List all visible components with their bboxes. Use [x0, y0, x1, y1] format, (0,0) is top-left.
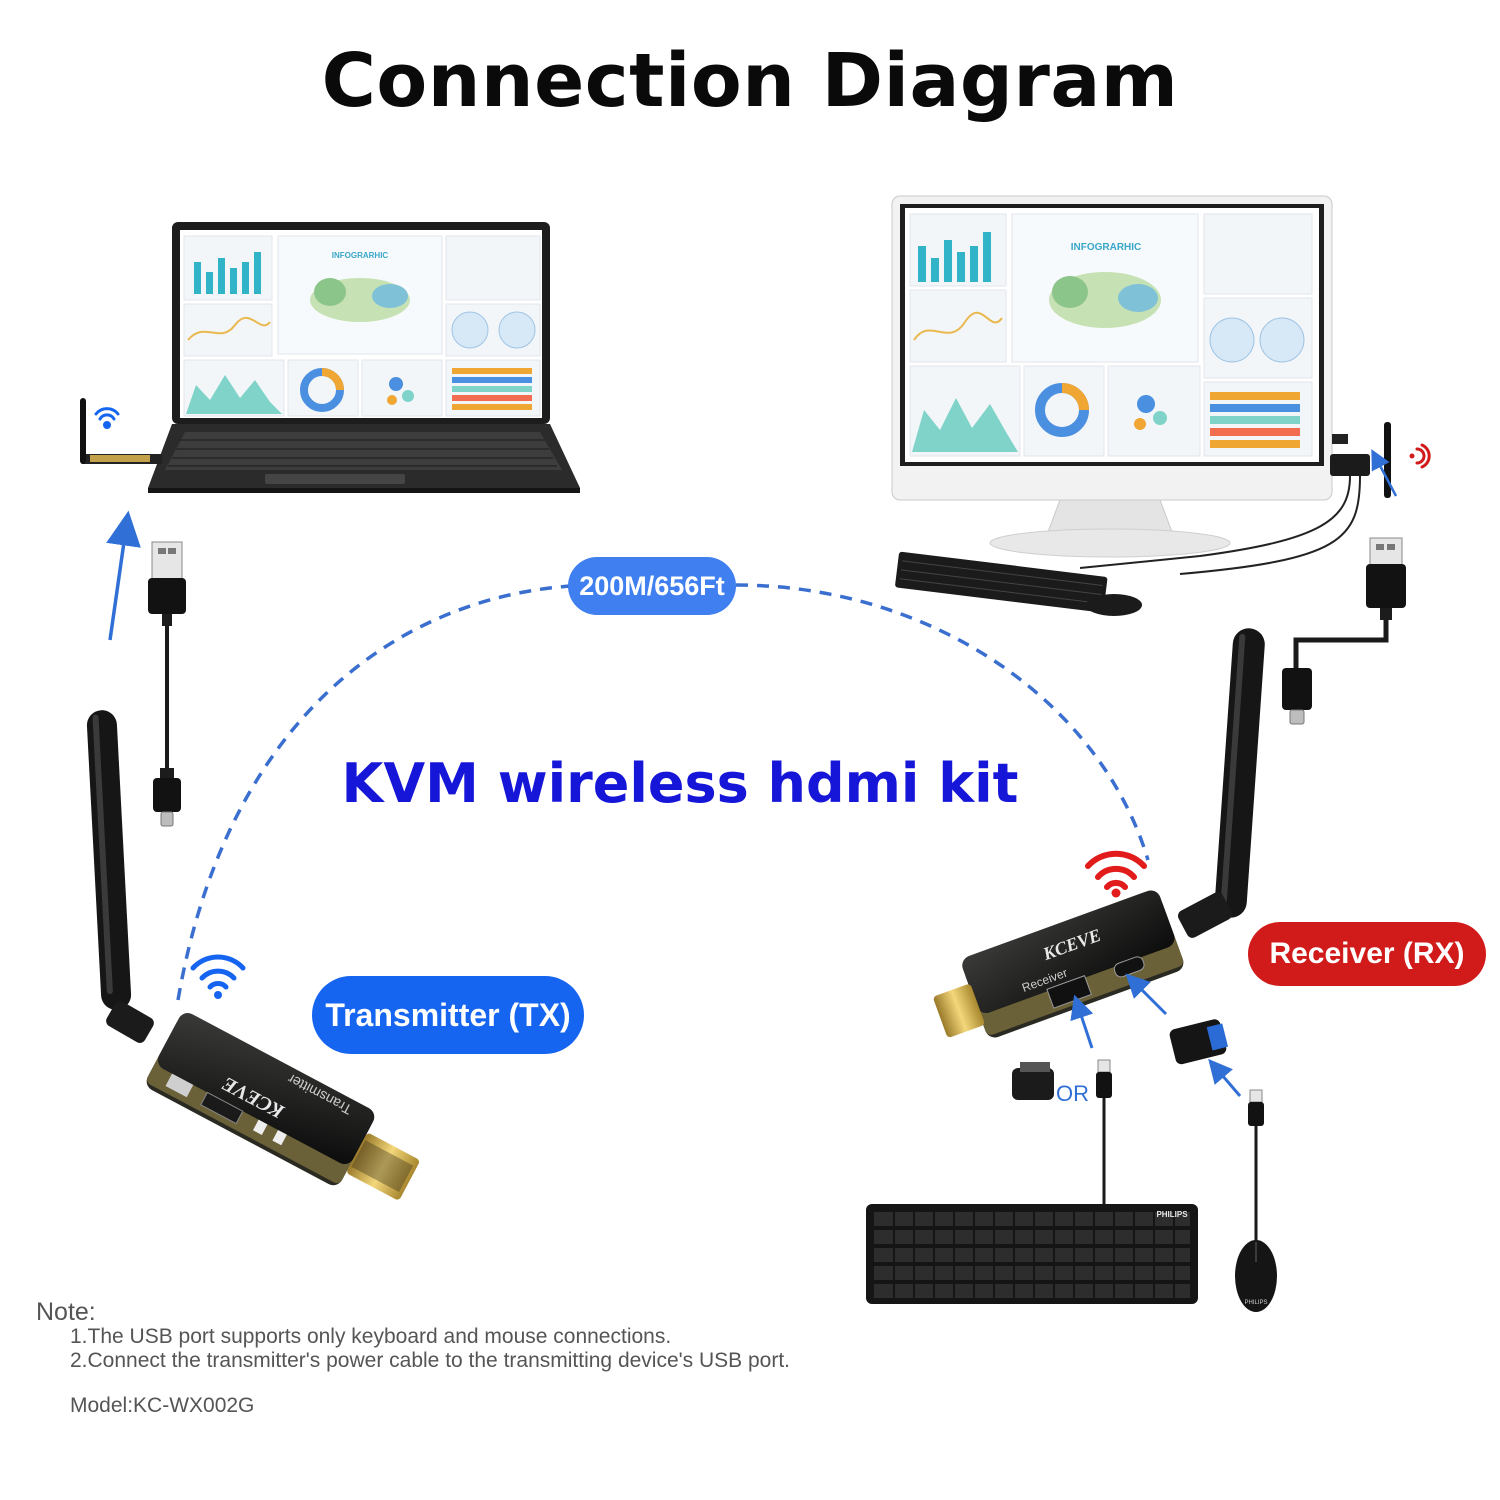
monitor-icon: [891, 195, 1333, 558]
note-heading: Note:: [36, 1298, 96, 1326]
otg-adapter-arrow: [1208, 1058, 1242, 1097]
desktop-mouse-icon: [1086, 594, 1142, 616]
laptop-infographic-label: INFOGRARHIC: [332, 251, 389, 260]
rx-usb-c-arrow: [1125, 973, 1168, 1016]
monitor-bar-chart-icon: [918, 232, 991, 282]
range-badge: 200M/656Ft: [568, 557, 736, 615]
laptop-icon: [80, 222, 580, 493]
mouse-usb-cable-icon: [1248, 1089, 1264, 1240]
otg-adapter-icon: [1169, 1019, 1229, 1065]
keyboard-usb-cable-icon: [1096, 1059, 1112, 1206]
tx-usb-arrow: [106, 510, 141, 641]
laptop-stacked-bars-icon: [452, 368, 532, 410]
tx-antenna-icon: [86, 710, 154, 1043]
rx-wifi-icon: [1085, 850, 1147, 898]
monitor-stacked-bars-icon: [1210, 392, 1300, 448]
kit-title: KVM wireless hdmi kit: [341, 752, 1019, 815]
rx-antenna-icon: [1177, 628, 1265, 938]
mouse-brand: PHILIPS: [1244, 1300, 1267, 1306]
tx-laptop-wifi-icon: [94, 407, 120, 429]
philips-mouse-icon: [1235, 1240, 1277, 1312]
monitor-rx-dongle-icon: [1079, 422, 1398, 575]
laptop-bar-chart-icon: [194, 252, 261, 294]
receiver-badge: Receiver (RX): [1248, 922, 1486, 986]
tx-usb-cable-icon: [148, 541, 186, 827]
model-number: Model:KC-WX002G: [70, 1394, 255, 1417]
desktop-keyboard-icon: [895, 551, 1108, 613]
wireless-nano-receiver-icon: [1012, 1062, 1054, 1100]
rx-usb-a-arrow: [1070, 994, 1094, 1049]
or-label: OR: [1056, 1081, 1089, 1106]
rx-usb-cable-icon: [1282, 537, 1406, 725]
monitor-infographic-label: INFOGRARHIC: [1071, 242, 1142, 253]
keyboard-key-rows: [874, 1212, 1190, 1298]
note-line-2: 2.Connect the transmitter's power cable …: [70, 1349, 791, 1372]
transmitter-badge: Transmitter (TX): [312, 976, 584, 1054]
page-title: Connection Diagram: [321, 38, 1179, 124]
rx-monitor-wifi-icon: [1409, 443, 1431, 469]
tx-transmitter-device: [146, 1013, 420, 1200]
keyboard-brand: PHILIPS: [1156, 1210, 1188, 1219]
laptop-keyboard-keys: [168, 439, 557, 467]
rx-receiver-device: [933, 890, 1184, 1038]
philips-keyboard-icon: [866, 1204, 1198, 1304]
wireless-link-arc: [176, 583, 1150, 1001]
note-line-1: 1.The USB port supports only keyboard an…: [70, 1325, 672, 1348]
tx-wifi-icon: [190, 954, 246, 999]
